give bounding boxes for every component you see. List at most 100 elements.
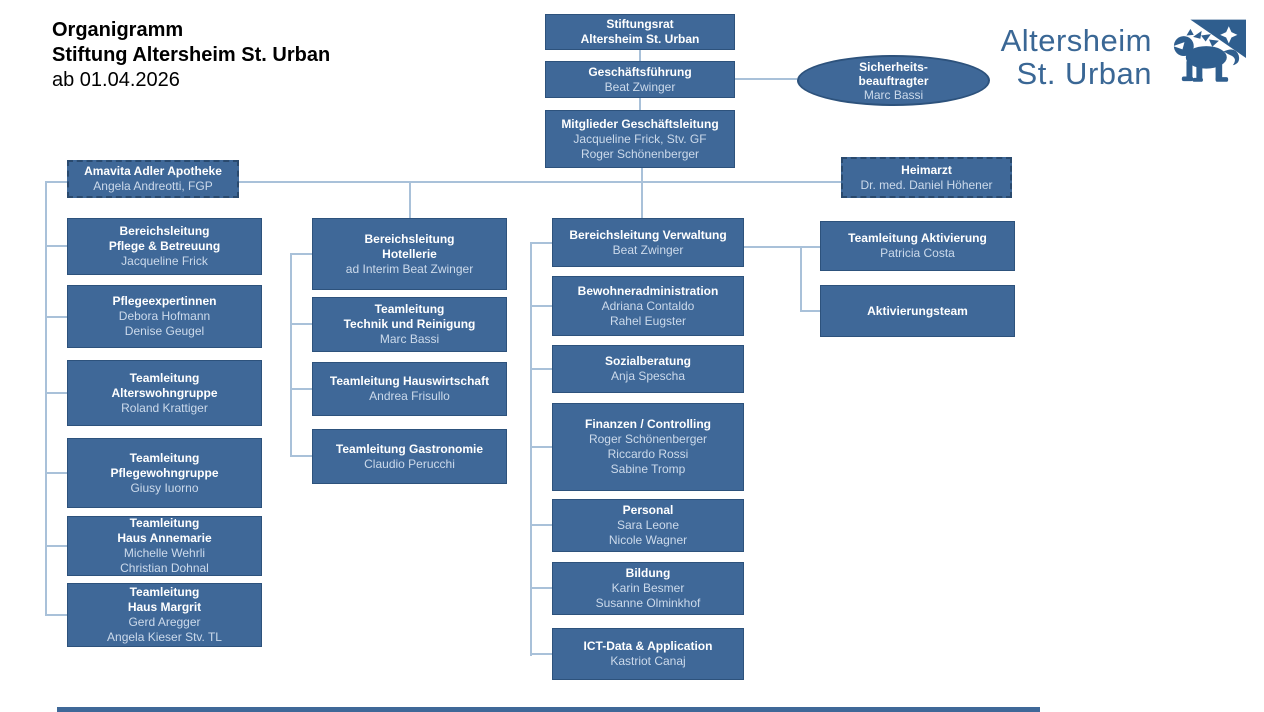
- title-subtitle: ab 01.04.2026: [52, 69, 180, 91]
- connector-line: [45, 545, 67, 547]
- box-name-line: Roger Schönenberger: [588, 432, 708, 446]
- box-title-line: Teamleitung Aktivierung: [848, 231, 987, 245]
- connector-line: [639, 50, 641, 61]
- box-title-line: Teamleitung: [129, 516, 200, 530]
- connector-line: [800, 246, 802, 312]
- connector-line: [45, 614, 67, 616]
- box-title-line: Bildung: [625, 566, 671, 580]
- box-name-line: Gerd Aregger: [128, 615, 201, 629]
- connector-line: [45, 181, 843, 183]
- box-name-line: Anja Spescha: [610, 369, 686, 383]
- logo-text: Altersheim St. Urban: [1001, 24, 1152, 90]
- connector-line: [45, 181, 47, 616]
- connector-line: [45, 316, 67, 318]
- box-name-line: Dr. med. Daniel Höhener: [860, 177, 993, 192]
- box-title-line: Pflege & Betreuung: [108, 239, 221, 253]
- box-title-line: Teamleitung: [129, 450, 200, 465]
- connector-line: [290, 323, 312, 325]
- box-name-line: Beat Zwinger: [604, 79, 676, 94]
- connector-line: [45, 392, 67, 394]
- document-title: Organigramm Stiftung Altersheim St. Urba…: [52, 18, 330, 93]
- connector-line: [530, 446, 552, 448]
- connector-line: [744, 246, 800, 248]
- box-title-line: Bereichsleitung: [119, 224, 210, 238]
- box-title-line: Hotellerie: [382, 246, 437, 261]
- box-title-line: Personal: [622, 503, 674, 517]
- connector-line: [800, 310, 820, 312]
- box-name-line: Adriana Contaldo: [601, 298, 695, 313]
- box-title-line: Sicherheits-: [859, 59, 928, 74]
- box-name-line: Sabine Tromp: [610, 462, 686, 476]
- connector-line: [409, 181, 411, 218]
- box-name-line: ad Interim Beat Zwinger: [345, 261, 474, 276]
- box-name-line: Marc Bassi: [379, 332, 440, 346]
- connector-line: [45, 245, 67, 247]
- box-name-line: Angela Andreotti, FGP: [93, 179, 213, 193]
- box-title-line: Sozialberatung: [604, 354, 691, 368]
- box-title-line: Teamleitung Hauswirtschaft: [329, 374, 490, 388]
- box-name-line: Christian Dohnal: [120, 561, 209, 575]
- title-line-2: Stiftung Altersheim St. Urban: [52, 44, 331, 66]
- box-name-line: Jacqueline Frick, Stv. GF: [573, 131, 707, 146]
- box-name-line: Claudio Perucchi: [364, 456, 455, 471]
- box-name-line: Andrea Frisullo: [369, 389, 450, 403]
- box-title-line: Altersheim St. Urban: [580, 32, 700, 46]
- box-title-line: Finanzen / Controlling: [585, 417, 711, 431]
- footer-bar: [57, 707, 1040, 712]
- connector-line: [735, 78, 797, 80]
- box-name-line: Marc Bassi: [863, 87, 924, 102]
- box-name-line: Roger Schönenberger: [580, 146, 700, 161]
- connector-line: [530, 242, 532, 656]
- box-title-line: Teamleitung: [129, 585, 200, 599]
- box-title-line: Amavita Adler Apotheke: [84, 164, 222, 178]
- box-title-line: Teamleitung Gastronomie: [335, 441, 484, 456]
- connector-line: [530, 524, 552, 526]
- connector-line: [530, 368, 552, 370]
- box-name-line: Jacqueline Frick: [121, 254, 208, 268]
- box-name-line: Angela Kieser Stv. TL: [107, 630, 222, 644]
- box-name-line: Denise Geugel: [124, 324, 205, 338]
- box-name-line: Michelle Wehrli: [123, 546, 206, 560]
- box-name-line: Kastriot Canaj: [610, 654, 686, 668]
- box-title-line: Aktivierungsteam: [867, 303, 968, 318]
- box-title-line: Bereichsleitung: [364, 231, 455, 246]
- lion-star-emblem-icon: [1173, 19, 1246, 82]
- box-name-line: Beat Zwinger: [612, 242, 684, 257]
- box-name-line: Susanne Olminkhof: [595, 596, 701, 610]
- box-title-line: Teamleitung: [374, 302, 445, 316]
- box-title-line: Stiftungsrat: [606, 17, 674, 31]
- connector-line: [530, 242, 552, 244]
- connector-line: [290, 253, 312, 255]
- box-title-line: Technik und Reinigung: [343, 317, 476, 331]
- box-title-line: Pflegeexpertinnen: [112, 294, 217, 308]
- connector-line: [800, 246, 820, 248]
- box-name-line: Debora Hofmann: [118, 309, 211, 323]
- box-title-line: Haus Margrit: [127, 600, 202, 614]
- box-title-line: Teamleitung: [129, 370, 200, 385]
- org-box-aktivierungsteam: Aktivierungsteam: [820, 285, 1015, 337]
- box-title-line: Pflegewohngruppe: [110, 465, 219, 480]
- box-name-line: Giusy Iuorno: [130, 480, 199, 495]
- box-name-line: Sara Leone: [616, 518, 680, 532]
- connector-line: [530, 305, 552, 307]
- box-title-line: Alterswohngruppe: [111, 385, 218, 400]
